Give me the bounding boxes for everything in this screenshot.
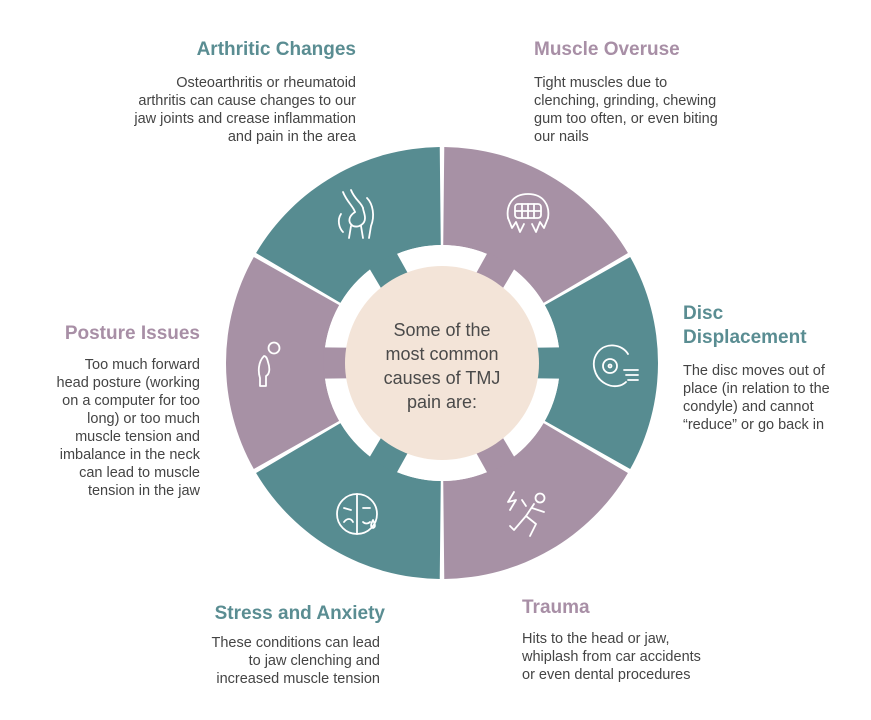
muscle-overuse-title: Muscle Overuse: [534, 39, 680, 60]
center-text: Some of the most common causes of TMJ pa…: [383, 320, 501, 412]
sad-face-icon: [336, 493, 378, 535]
segment-muscle: [443, 147, 628, 303]
center-circle: [345, 266, 539, 460]
posture-issues-description: Too much forward head posture (working o…: [56, 357, 200, 499]
arthritic-changes-description: Osteoarthritis or rheumatoid arthritis c…: [134, 75, 356, 145]
clenched-teeth-icon: [506, 193, 550, 233]
segment-stress: [256, 423, 441, 579]
trauma-title: Trauma: [522, 597, 590, 618]
arthritic-changes-title: Arthritic Changes: [196, 39, 356, 60]
segment-arthritic: [256, 147, 441, 303]
segment-posture: [225, 256, 340, 470]
stress-anxiety-title: Stress and Anxiety: [214, 603, 385, 624]
posture-issues-title: Posture Issues: [64, 323, 200, 344]
stress-anxiety-description: These conditions can lead to jaw clenchi…: [211, 635, 380, 687]
disc-displacement-description: The disc moves out of place (in relation…: [683, 363, 830, 433]
falling-person-icon: [507, 491, 546, 537]
segment-disc: [544, 256, 659, 470]
disc-icon: [592, 344, 639, 388]
trauma-description: Hits to the head or jaw, whiplash from c…: [522, 631, 701, 683]
posture-person-icon: [257, 341, 281, 387]
knee-joint-icon: [337, 189, 374, 239]
disc-displacement-title: Disc Displacement: [683, 303, 807, 348]
muscle-overuse-description: Tight muscles due to clenching, grinding…: [534, 75, 718, 145]
